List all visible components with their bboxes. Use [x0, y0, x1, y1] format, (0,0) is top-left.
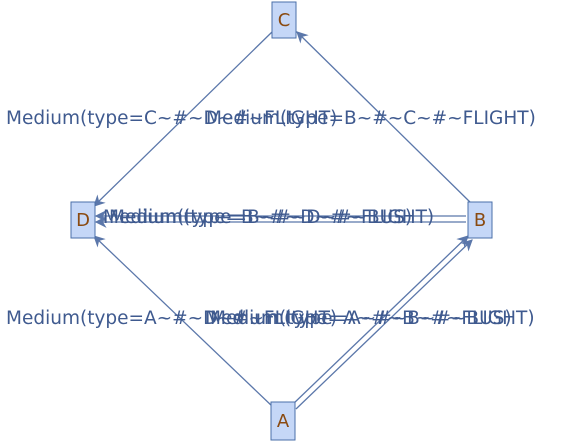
node-a-label: A: [277, 411, 290, 432]
node-c[interactable]: C: [271, 1, 297, 39]
edge-label-b-d-flight: Medium(type=B~#~D~#~FLIGHT): [103, 207, 434, 228]
edge-c-d: [93, 31, 273, 207]
node-d[interactable]: D: [70, 201, 96, 239]
node-a[interactable]: A: [270, 401, 296, 441]
edge-a-b-bus: [295, 239, 473, 410]
edge-labels: Medium(type=C~#~D~#~FLIGHT) Medium(type=…: [6, 108, 536, 329]
edges: [93, 31, 473, 410]
node-d-label: D: [76, 210, 90, 231]
edge-label-b-d-bus: Medium(type=B~#~D~#~BUS): [109, 207, 412, 228]
edge-label-c-d: Medium(type=C~#~D~#~FLIGHT): [6, 108, 337, 129]
node-c-label: C: [278, 10, 291, 31]
edge-b-c: [296, 31, 473, 205]
edge-a-b-flight: [291, 235, 469, 406]
edge-label-a-d: Medium(type=A~#~D~#~FLIGHT): [6, 308, 337, 329]
edge-label-a-b-flight: Medium(type=A~#~B~#~FLIGHT): [205, 308, 535, 329]
edge-a-d: [93, 235, 274, 408]
edge-label-a-b-bus: Medium(type=A~#~B~#~BUS): [210, 308, 512, 329]
node-b[interactable]: B: [467, 201, 493, 239]
node-b-label: B: [474, 210, 486, 231]
edge-label-b-c: Medium(type=B~#~C~#~FLIGHT): [206, 108, 536, 129]
